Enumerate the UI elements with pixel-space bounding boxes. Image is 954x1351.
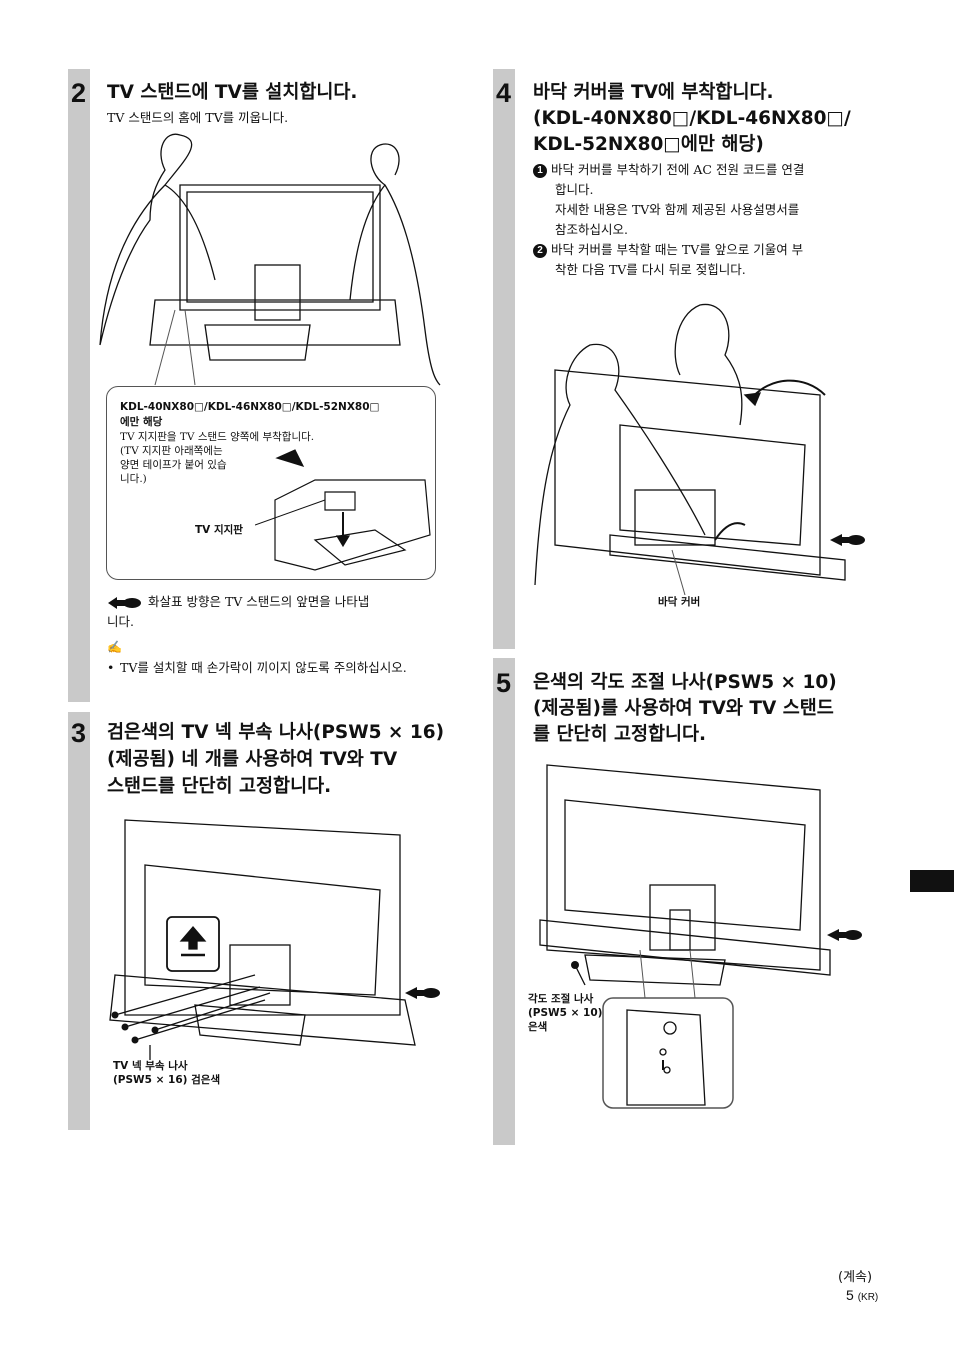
page-number: 5 (KR) <box>846 1287 878 1303</box>
callout-text-line3: 양면 테이프가 붙어 있습 <box>120 459 227 471</box>
support-plate-label: TV 지지판 <box>195 524 243 536</box>
step4-item1-line2: 합니다. <box>555 182 594 197</box>
callout-support-plate-figure <box>255 449 431 571</box>
section-index-tab <box>910 870 954 892</box>
callout-text-line4: 니다.) <box>120 473 147 485</box>
step3-heading-line3: 스탠드를 단단히 고정합니다. <box>107 776 332 797</box>
step4-heading-line1: 바닥 커버를 TV에 부착합니다. <box>533 82 774 103</box>
callout-text-line1: TV 지지판을 TV 스탠드 양쪽에 부착합니다. <box>120 431 315 443</box>
step4-item2-line1: 바닥 커버를 부착할 때는 TV를 앞으로 기울여 부 <box>551 242 804 257</box>
step4-number: 4 <box>496 78 512 108</box>
step4-figure-bottom-cover <box>534 303 865 595</box>
step3-sidebar <box>68 712 90 1130</box>
step4-item1-number: 1 <box>533 164 547 178</box>
step4-item1-line1: 바닥 커버를 부착하기 전에 AC 전원 코드를 연결 <box>551 162 805 177</box>
arrow-note-line1: 화살표 방향은 TV 스탠드의 앞면을 나타냅 <box>148 594 370 609</box>
up-arrow-icon <box>179 926 207 950</box>
step2-text: TV 스탠드의 홈에 TV를 끼웁니다. <box>107 110 289 125</box>
callout-text-line2: (TV 지지판 아래쪽에는 <box>120 445 223 457</box>
page-number-value: 5 <box>846 1287 854 1303</box>
note-icon: ✍ <box>107 640 122 654</box>
front-arrow-icon <box>275 449 305 467</box>
step3-heading-line2: (제공됨) 네 개를 사용하여 TV와 TV <box>107 749 398 770</box>
step5-number: 5 <box>496 668 512 698</box>
page-number-suffix: (KR) <box>857 1292 879 1303</box>
neck-screw-label-line2: (PSW5 × 16) 검은색 <box>113 1074 221 1086</box>
angle-screw-label-line2: (PSW5 × 10) <box>528 1007 603 1019</box>
step4-item1: 1 바닥 커버를 부착하기 전에 AC 전원 코드를 연결 합니다. 자세한 내용… <box>533 160 888 280</box>
note-bullet-text: TV를 설치할 때 손가락이 끼이지 않도록 주의하십시오. <box>120 660 407 675</box>
angle-screw-label-line3: 은색 <box>528 1021 548 1033</box>
step4-sidebar <box>493 69 515 649</box>
step4-item2-number: 2 <box>533 244 547 258</box>
step5-front-arrow-icon <box>827 929 862 941</box>
continued-label: (계속) <box>838 1270 873 1285</box>
step5-heading-line1: 은색의 각도 조절 나사(PSW5 × 10) <box>533 672 837 693</box>
step2-sidebar <box>68 69 90 702</box>
step3-figure-neck-screws <box>109 819 440 1060</box>
step5-heading-line3: 를 단단히 고정합니다. <box>533 724 707 745</box>
step4-item2-line2: 착한 다음 TV를 다시 뒤로 젖힙니다. <box>555 262 746 277</box>
step3-number: 3 <box>71 718 87 748</box>
step4-item1-line3: 자세한 내용은 TV와 함께 제공된 사용설명서를 <box>555 202 800 217</box>
step4-item1-line4: 참조하십시오. <box>555 222 628 237</box>
step4-front-arrow-icon <box>830 534 865 546</box>
step3-front-arrow-icon <box>405 987 440 999</box>
step2-figure-install-tv <box>99 133 441 386</box>
step3-heading-line1: 검은색의 TV 넥 부속 나사(PSW5 × 16) <box>107 722 445 743</box>
step5-figure-angle-screw <box>539 764 862 1109</box>
step5-heading-line2: (제공됨)를 사용하여 TV와 TV 스탠드 <box>533 698 834 719</box>
callout-title-line2: 에만 해당 <box>120 416 163 428</box>
step5-sidebar <box>493 658 515 1145</box>
neck-screw-label-line1: TV 넥 부속 나사 <box>113 1060 188 1072</box>
angle-screw-label-line1: 각도 조절 나사 <box>528 993 594 1005</box>
step2-number: 2 <box>71 78 87 108</box>
callout-title-line1: KDL-40NX80□/KDL-46NX80□/KDL-52NX80□ <box>120 401 380 413</box>
arrow-note-line2: 니다. <box>107 614 134 629</box>
step2-heading: TV 스탠드에 TV를 설치합니다. <box>107 82 358 103</box>
front-direction-arrow-icon <box>108 597 141 609</box>
step4-heading-line3: KDL-52NX80□에만 해당) <box>533 134 764 155</box>
bottom-cover-label: 바닥 커버 <box>658 596 701 608</box>
step4-heading-line2: (KDL-40NX80□/KDL-46NX80□/ <box>533 108 851 129</box>
note-bullet-marker: • <box>107 660 115 675</box>
step2-callout-box <box>106 386 436 580</box>
